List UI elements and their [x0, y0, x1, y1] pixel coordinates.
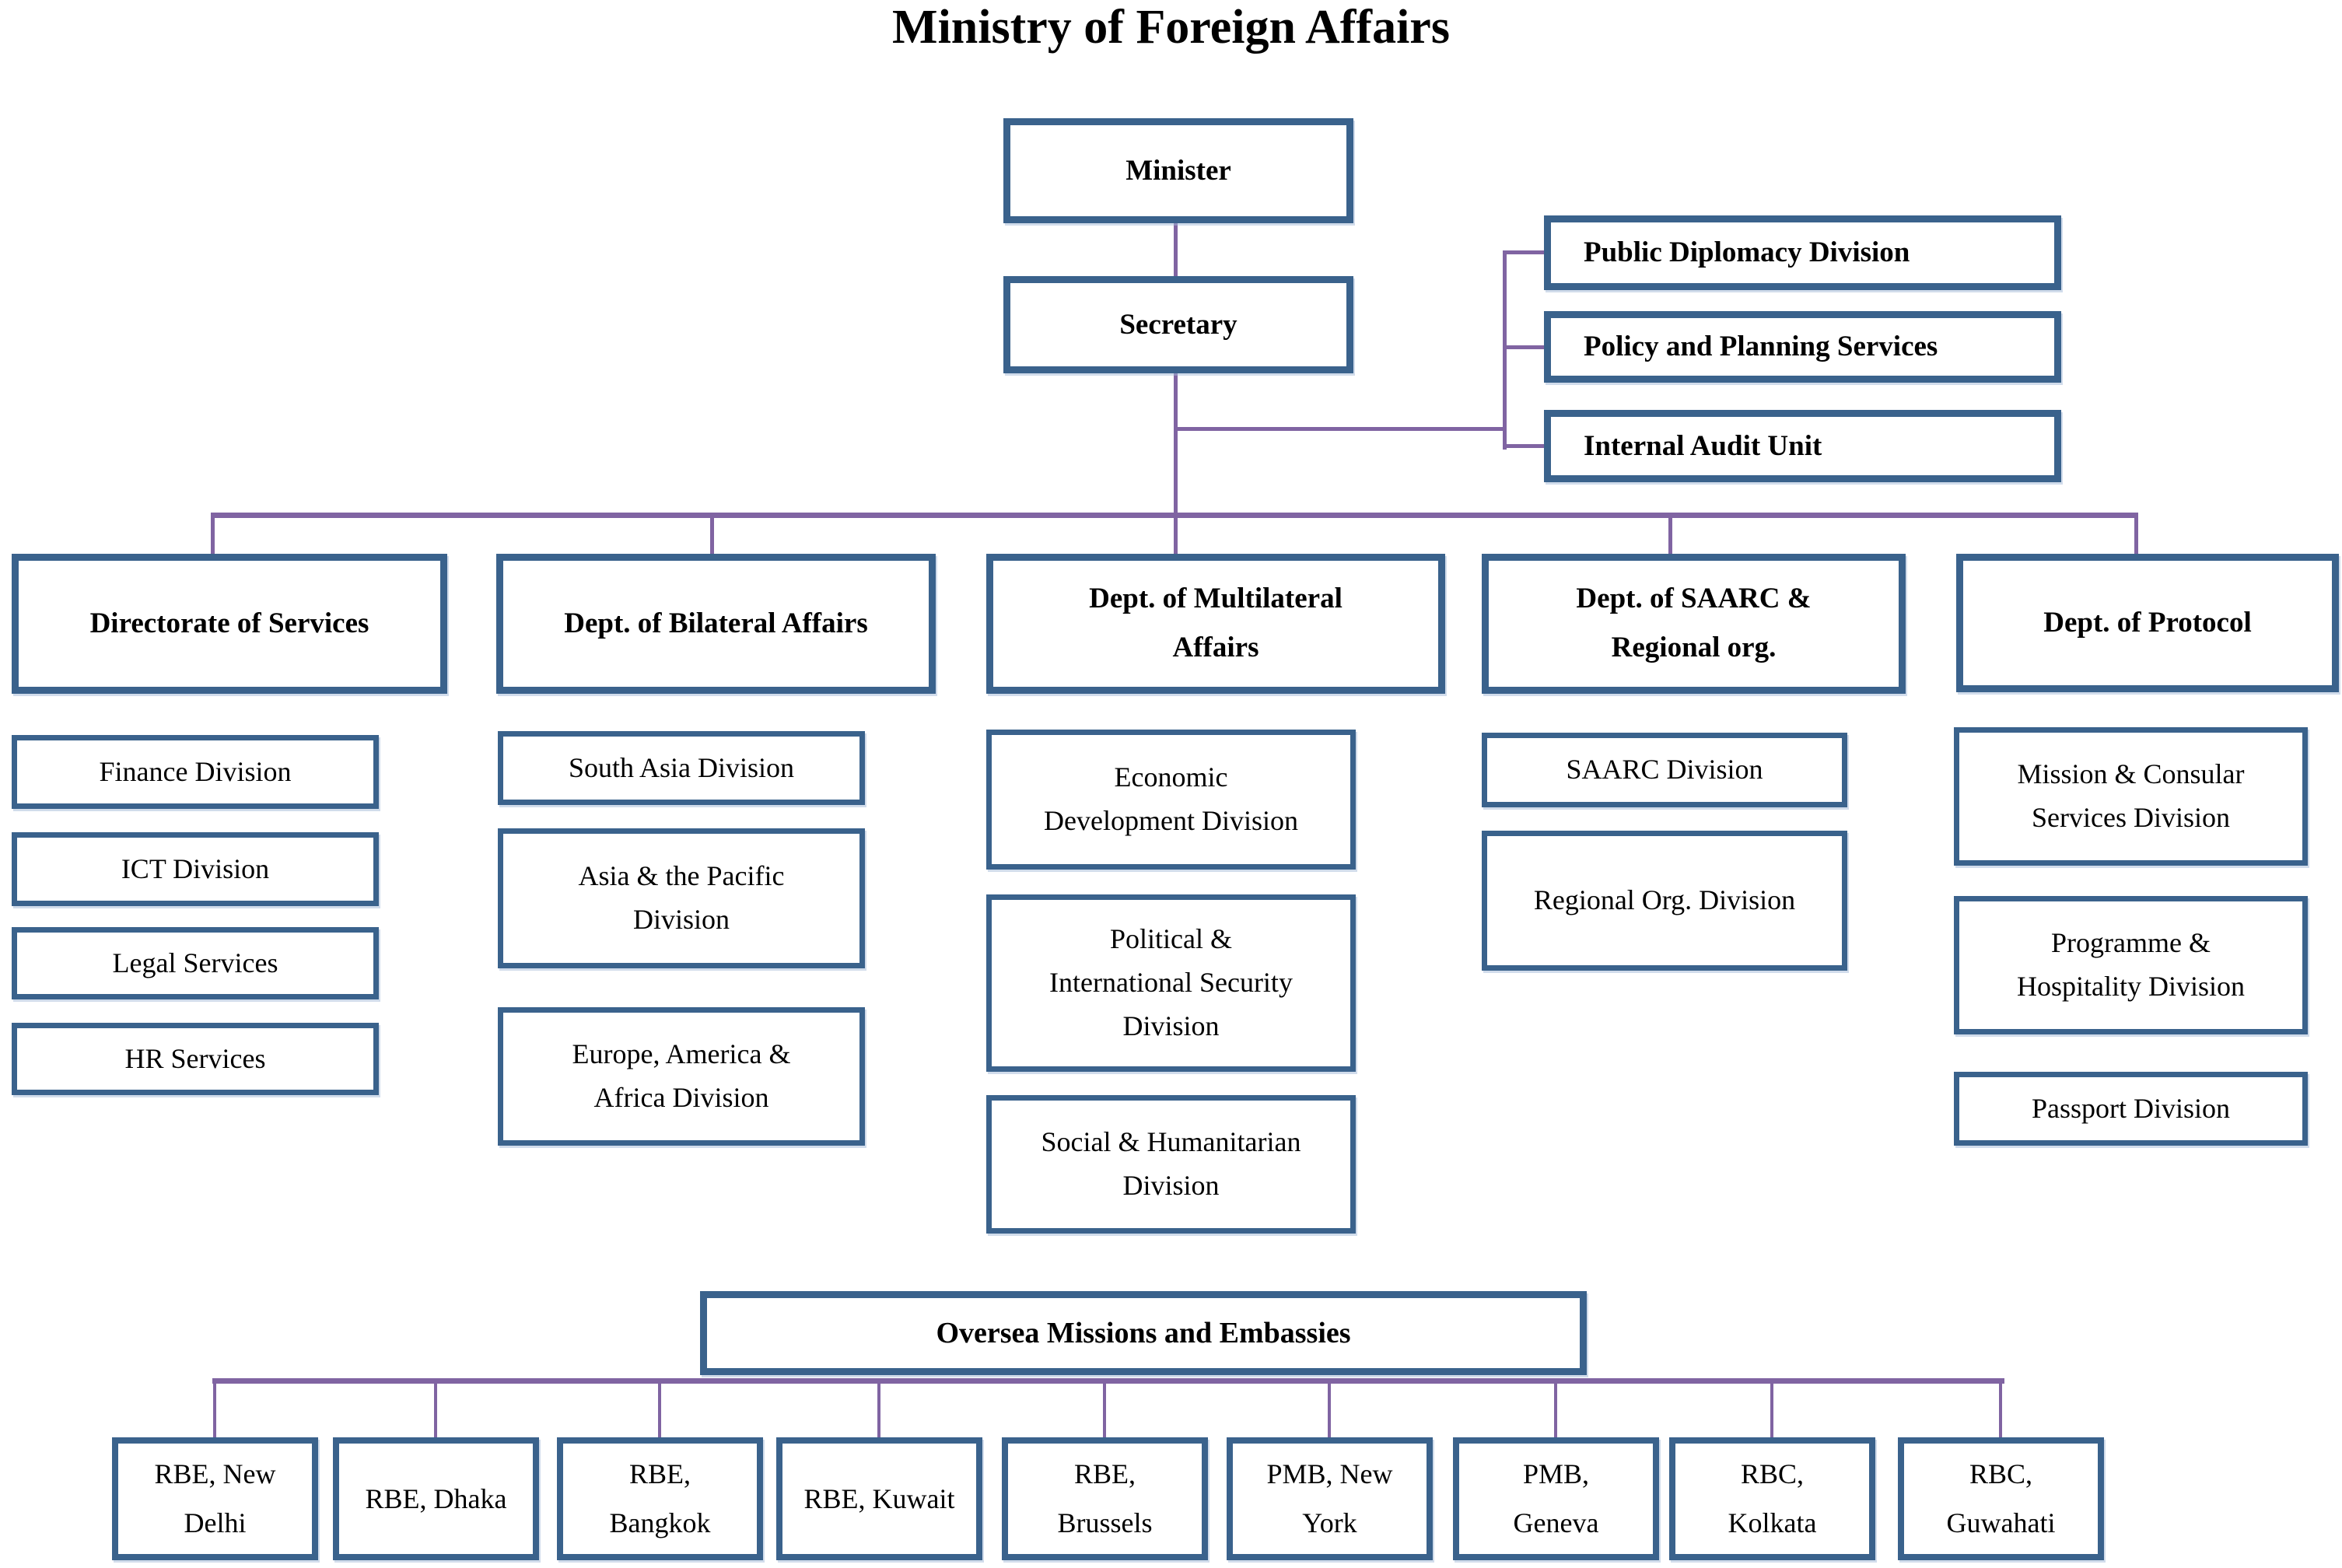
- division-box-passport: Passport Division: [1954, 1072, 2308, 1146]
- division-box-social-humanitarian: Social & Humanitarian Division: [986, 1095, 1356, 1234]
- page-title: Ministry of Foreign Affairs: [892, 1, 1450, 54]
- division-box-ict: ICT Division: [12, 832, 379, 906]
- connector-staff-spine: [1503, 250, 1507, 450]
- connector-department-bus: [211, 513, 2138, 518]
- connector-drop-protocol: [2134, 513, 2138, 554]
- division-box-legal-services: Legal Services: [12, 927, 379, 999]
- secretary-box: Secretary: [1003, 276, 1353, 373]
- department-box-directorate-services: Directorate of Services: [12, 554, 447, 694]
- department-box-saarc-regional: Dept. of SAARC & Regional org.: [1482, 554, 1906, 694]
- connector-drop-mission-8: [1770, 1378, 1773, 1437]
- mission-box-guwahati: RBC, Guwahati: [1898, 1437, 2104, 1560]
- division-box-mission-consular: Mission & Consular Services Division: [1954, 727, 2308, 866]
- mission-box-new-delhi: RBE, New Delhi: [112, 1437, 318, 1560]
- connector-drop-mission-2: [434, 1378, 437, 1437]
- staff-unit-policy-planning: Policy and Planning Services: [1544, 311, 2061, 383]
- minister-box: Minister: [1003, 118, 1353, 223]
- mission-box-new-york: PMB, New York: [1227, 1437, 1433, 1560]
- mission-box-geneva: PMB, Geneva: [1453, 1437, 1659, 1560]
- overseas-header-box: Oversea Missions and Embassies: [700, 1291, 1587, 1375]
- connector-drop-directorate: [211, 513, 215, 554]
- connector-secretary-drop: [1174, 373, 1178, 554]
- department-box-multilateral-affairs: Dept. of Multilateral Affairs: [986, 554, 1445, 694]
- division-box-finance: Finance Division: [12, 735, 379, 809]
- division-box-saarc: SAARC Division: [1482, 733, 1847, 807]
- connector-stub-public-diplomacy: [1503, 250, 1544, 254]
- division-box-programme-hospitality: Programme & Hospitality Division: [1954, 896, 2308, 1034]
- connector-drop-mission-4: [877, 1378, 880, 1437]
- division-box-regional-org: Regional Org. Division: [1482, 831, 1847, 971]
- mission-box-kuwait: RBE, Kuwait: [776, 1437, 982, 1560]
- connector-drop-mission-7: [1554, 1378, 1557, 1437]
- division-box-hr-services: HR Services: [12, 1023, 379, 1095]
- connector-drop-mission-1: [213, 1378, 216, 1437]
- mission-box-brussels: RBE, Brussels: [1002, 1437, 1208, 1560]
- staff-unit-public-diplomacy: Public Diplomacy Division: [1544, 215, 2061, 290]
- connector-stub-internal-audit: [1503, 444, 1544, 448]
- division-box-asia-pacific: Asia & the Pacific Division: [498, 828, 865, 968]
- mission-box-bangkok: RBE, Bangkok: [557, 1437, 763, 1560]
- connector-drop-mission-6: [1328, 1378, 1331, 1437]
- division-box-europe-america-africa: Europe, America & Africa Division: [498, 1007, 865, 1146]
- division-box-south-asia: South Asia Division: [498, 731, 865, 805]
- connector-minister-secretary: [1174, 223, 1178, 276]
- mission-box-dhaka: RBE, Dhaka: [333, 1437, 539, 1560]
- division-box-political-intl-security: Political & International Security Divis…: [986, 894, 1356, 1072]
- division-box-economic-development: Economic Development Division: [986, 730, 1356, 870]
- connector-stub-policy-planning: [1503, 345, 1544, 349]
- connector-drop-bilateral: [710, 513, 714, 554]
- connector-drop-mission-3: [658, 1378, 661, 1437]
- mission-box-kolkata: RBC, Kolkata: [1669, 1437, 1875, 1560]
- connector-missions-bus: [212, 1378, 2004, 1384]
- connector-drop-mission-5: [1103, 1378, 1106, 1437]
- staff-unit-internal-audit: Internal Audit Unit: [1544, 410, 2061, 482]
- connector-secretary-staff: [1174, 427, 1507, 431]
- department-box-protocol: Dept. of Protocol: [1956, 554, 2339, 692]
- connector-drop-mission-9: [1999, 1378, 2002, 1437]
- department-box-bilateral-affairs: Dept. of Bilateral Affairs: [496, 554, 936, 694]
- connector-drop-saarc: [1668, 513, 1672, 554]
